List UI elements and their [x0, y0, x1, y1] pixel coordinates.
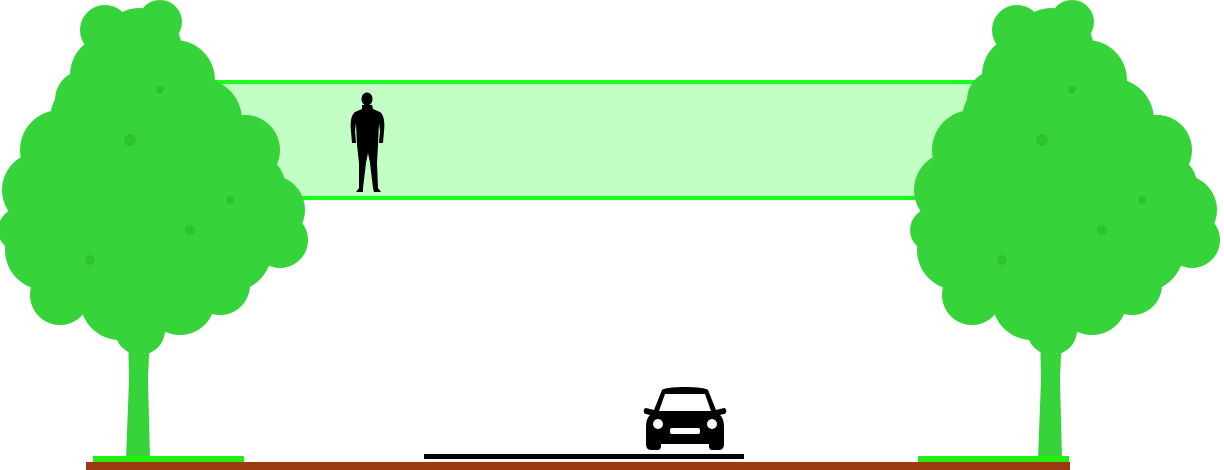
elevated-walkway: [200, 80, 1000, 200]
car-icon: [644, 387, 727, 450]
tree-icon: [0, 0, 308, 458]
walkway-bottom-rail: [270, 196, 950, 200]
left-tree: [0, 0, 308, 458]
left-grass-strip: [93, 456, 244, 462]
right-tree: [910, 0, 1220, 458]
walkway-top-rail: [200, 80, 1000, 84]
ground-line: [86, 462, 1070, 470]
road-surface: [424, 454, 744, 459]
tree-icon: [910, 0, 1220, 458]
walkway-fill: [200, 82, 1000, 198]
right-grass-strip: [918, 456, 1069, 462]
